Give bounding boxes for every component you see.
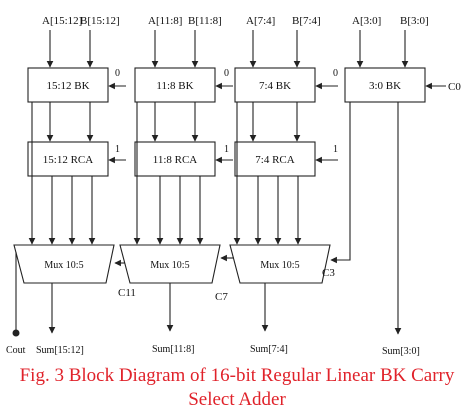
c3-wire bbox=[330, 102, 351, 264]
mux-7-4-label: Mux 10:5 bbox=[260, 260, 299, 271]
sum-11-8-label: Sum[11:8] bbox=[152, 344, 194, 355]
rca-11-8-label: 11:8 RCA bbox=[153, 154, 198, 166]
input-label-b-7-4: B[7:4] bbox=[292, 15, 321, 27]
input-label-b-3-0: B[3:0] bbox=[400, 15, 429, 27]
sum-3-0-label: Sum[3:0] bbox=[382, 346, 420, 357]
cout-label: Cout bbox=[6, 345, 26, 356]
bk-3-0-label: 3:0 BK bbox=[369, 80, 401, 92]
carry-in-0-label-11-8: 0 bbox=[224, 68, 229, 79]
c3-label: C3 bbox=[322, 267, 335, 279]
block-diagram: A[15:12] B[15:12] A[11:8] B[11:8] A[7:4]… bbox=[6, 15, 461, 357]
input-label-a-3-0: A[3:0] bbox=[352, 15, 381, 27]
bk-11-8-block bbox=[134, 67, 216, 103]
sum-15-12-label: Sum[15:12] bbox=[36, 345, 84, 356]
figure-caption: Fig. 3 Block Diagram of 16-bit Regular L… bbox=[19, 365, 455, 410]
input-label-a-15-12: A[15:12] bbox=[42, 15, 82, 27]
carry-in-0-label-15-12: 0 bbox=[115, 68, 120, 79]
bk-15-12-label: 15:12 BK bbox=[46, 80, 89, 92]
mux-15-12-label: Mux 10:5 bbox=[44, 260, 83, 271]
carry-in-0-label-7-4: 0 bbox=[333, 68, 338, 79]
bk-bypass-wires bbox=[28, 102, 241, 245]
mux-15-12 bbox=[13, 244, 115, 284]
bk-3-0-block bbox=[344, 67, 426, 103]
rca-7-4-label: 7:4 RCA bbox=[255, 154, 294, 166]
rca-11-8-block bbox=[134, 141, 216, 177]
mux-11-8 bbox=[119, 244, 221, 284]
bk-to-rca-arrows bbox=[46, 102, 301, 142]
carry-in-1-label-7-4: 1 bbox=[333, 144, 338, 155]
c7-label: C7 bbox=[215, 291, 228, 303]
input-label-a-7-4: A[7:4] bbox=[246, 15, 275, 27]
rca-15-12-block bbox=[27, 141, 109, 177]
c11-label: C11 bbox=[118, 287, 136, 299]
carry-in-1-label-11-8: 1 bbox=[224, 144, 229, 155]
input-label-a-11-8: A[11:8] bbox=[148, 15, 182, 27]
sum-7-4-label: Sum[7:4] bbox=[250, 344, 288, 355]
cout-dot bbox=[12, 329, 20, 337]
carry-in-1-label-15-12: 1 bbox=[115, 144, 120, 155]
c0-label: C0 bbox=[448, 81, 461, 93]
bk-7-4-block bbox=[234, 67, 316, 103]
input-label-b-11-8: B[11:8] bbox=[188, 15, 222, 27]
bk-11-8-label: 11:8 BK bbox=[156, 80, 193, 92]
bk-15-12-block bbox=[27, 67, 109, 103]
rca-7-4-block bbox=[234, 141, 316, 177]
bk-7-4-label: 7:4 BK bbox=[259, 80, 291, 92]
input-arrows bbox=[46, 30, 409, 68]
rca-to-mux-arrows bbox=[48, 176, 302, 245]
mux-7-4 bbox=[229, 244, 331, 284]
mux-11-8-label: Mux 10:5 bbox=[150, 260, 189, 271]
input-label-b-15-12: B[15:12] bbox=[80, 15, 120, 27]
rca-15-12-label: 15:12 RCA bbox=[43, 154, 93, 166]
